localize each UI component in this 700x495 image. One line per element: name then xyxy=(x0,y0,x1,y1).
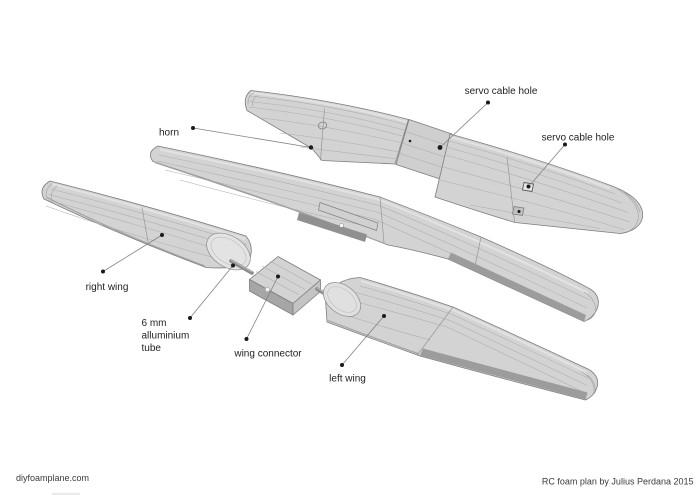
annotation-aluminium-tube: 6 mm alluminium tube xyxy=(142,263,235,354)
annotation-servo-cable-hole-top: servo cable hole xyxy=(437,86,538,150)
tube-pin-hole xyxy=(408,139,412,143)
wing-root-face xyxy=(206,232,251,271)
label-right-wing: right wing xyxy=(86,282,129,293)
label-horn: horn xyxy=(159,128,179,139)
joiner-bolt-hole xyxy=(339,223,344,228)
top-right-panel xyxy=(434,133,644,234)
spar-slot xyxy=(297,212,367,242)
label-wing-connector: wing connector xyxy=(233,349,302,360)
annotation-wing-connector: wing connector xyxy=(233,274,302,360)
bottom-edge-artifact xyxy=(52,492,80,495)
annotation-right-wing: right wing xyxy=(86,233,164,293)
left-wing-panel xyxy=(322,277,599,401)
connector-tube-hole xyxy=(264,286,271,293)
author-credit: RC foam plan by Julius Perdana 2015 xyxy=(542,477,694,487)
label-servo-cable-hole-right: servo cable hole xyxy=(542,133,615,144)
label-servo-cable-hole-top: servo cable hole xyxy=(465,86,538,97)
annotation-servo-cable-hole-right: servo cable hole xyxy=(526,133,615,189)
wing-root-face xyxy=(322,282,362,317)
annotation-left-wing: left wing xyxy=(329,314,386,385)
label-left-wing: left wing xyxy=(329,374,366,385)
horn-slot xyxy=(317,121,328,130)
aluminium-tube-right-side xyxy=(229,259,254,275)
top-assembly xyxy=(244,90,644,234)
center-wing-section xyxy=(150,145,599,322)
annotation-horn: horn xyxy=(159,126,314,150)
right-wing-panel xyxy=(41,180,252,271)
center-joiner-plate xyxy=(318,202,379,231)
annotations: horn servo cable hole servo cable hole r… xyxy=(86,86,615,385)
wing-connector-box xyxy=(249,256,321,316)
website-credit: diyfoamplane.com xyxy=(16,473,89,483)
top-left-panel xyxy=(244,90,409,165)
label-aluminium-tube: 6 mm alluminium tube xyxy=(142,318,193,354)
